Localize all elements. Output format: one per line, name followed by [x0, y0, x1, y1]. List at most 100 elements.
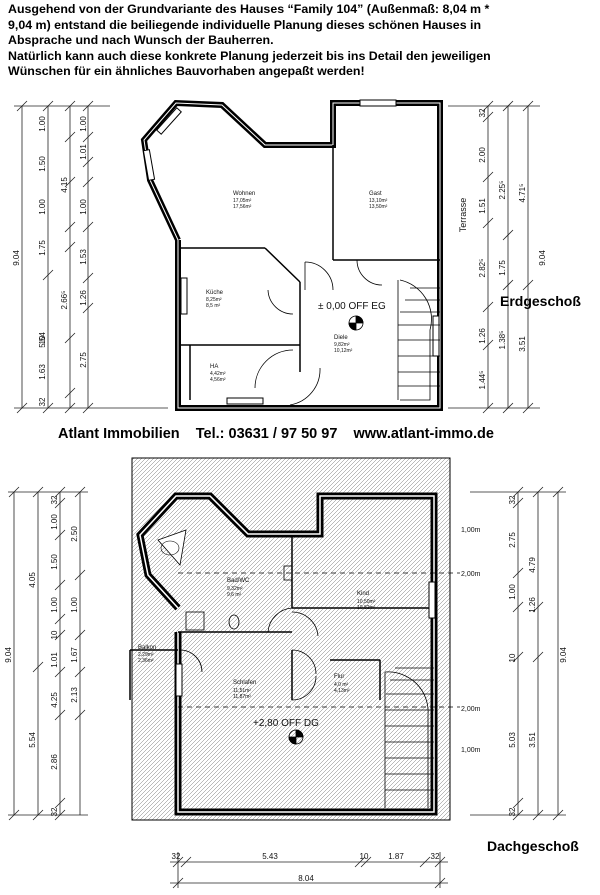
dim-label: 1.00	[38, 116, 47, 132]
room-area: 8,25m²	[206, 297, 222, 303]
dim-label: 10	[508, 653, 517, 662]
room-label-kueche: Küche 8,25m² 8,5 m²	[206, 290, 224, 309]
room-area: 9,6 m²	[227, 592, 242, 598]
dim-label: 3.51	[518, 336, 527, 352]
room-area: 11,87m²	[233, 694, 251, 700]
shower	[185, 611, 205, 631]
dim-label: 2.00	[478, 147, 487, 163]
contact-line: Atlant Immobilien Tel.: 03631 / 97 50 97…	[58, 426, 494, 442]
room-area: 2,36m²	[138, 658, 154, 664]
dim-label: 1.38⁵	[498, 331, 507, 350]
dim-label: 1.00	[79, 199, 88, 215]
roof-height-note: 1,00m	[461, 527, 481, 534]
dim-label: 2.66⁵	[60, 291, 69, 310]
dim-label: 4.79	[528, 557, 537, 573]
room-area: 17,56m²	[233, 204, 252, 210]
room-area: 10,82m²	[357, 605, 376, 611]
dim-label: 10	[360, 852, 369, 861]
dim-label: 1.44⁵	[478, 371, 487, 390]
dim-label: 5.54	[38, 332, 47, 348]
ground-floor-plan: 9.04 5.54 4.15 1.00 1.50 1.00 1.75 2.66⁵…	[12, 99, 547, 414]
intro-text: Ausgehend von der Grundvariante des Haus…	[8, 2, 596, 80]
dim-label: 1.67	[70, 647, 79, 663]
phone-number: Tel.: 03631 / 97 50 97	[195, 426, 338, 442]
dim-label: 32	[38, 397, 47, 406]
dim-label: 4.15	[60, 177, 69, 193]
dim-label: 2.13	[70, 687, 79, 703]
dim-label: 1.26	[528, 597, 537, 613]
dim-label: 1.01	[79, 144, 88, 160]
upper-floor-label: Dachgeschoß	[487, 838, 579, 854]
room-name: Bad/WC	[227, 578, 250, 584]
dim-label: 32	[508, 807, 517, 816]
dim-label: 32	[478, 108, 487, 117]
dim-label: 1.00	[50, 597, 59, 613]
room-name: Küche	[206, 290, 224, 296]
dim-label: 1.51	[478, 198, 487, 214]
room-area: 4,13m²	[334, 688, 350, 694]
roof-height-note: 2,00m	[461, 571, 481, 578]
room-label-ha: HA 4,42m² 4,56m²	[210, 364, 226, 383]
room-area: 17,05m²	[233, 198, 252, 204]
dim-label: 1.26	[478, 328, 487, 344]
sink	[283, 565, 293, 581]
room-name: Balkon	[138, 645, 156, 651]
room-label-wohnen: Wohnen 17,05m² 17,56m²	[233, 191, 255, 210]
dim-total-width: 8.04	[298, 874, 314, 883]
dim-label: 32	[172, 852, 181, 861]
dim-total-height: 9.04	[12, 250, 21, 266]
room-area: 4,0 m²	[334, 682, 349, 688]
dim-label: 1.63	[38, 364, 47, 380]
toilet	[228, 614, 240, 630]
room-area: 10,50m²	[357, 599, 376, 605]
room-area: 8,5 m²	[206, 303, 221, 309]
dim-label: 2.75	[508, 532, 517, 548]
dim-label: 1.75	[38, 240, 47, 256]
roof-hatch	[131, 457, 451, 821]
dim-label: 5.03	[508, 732, 517, 748]
dim-label: 2.25⁵	[498, 181, 507, 200]
dim-label: 1.50	[50, 554, 59, 570]
level-marker-upper: +2,80 OFF DG	[253, 718, 319, 729]
dim-total-height: 9.04	[538, 250, 547, 266]
room-name: Flur	[334, 674, 344, 680]
dim-label: 32	[431, 852, 440, 861]
room-name: Kind	[357, 591, 369, 597]
dim-label: 1.00	[38, 199, 47, 215]
dim-label: 32	[50, 495, 59, 504]
upper-floor-plan: +2,80 OFF DG Bad/WC 9,32m² 9,6 m² Kind 1…	[4, 457, 568, 889]
dim-label: 1.00	[50, 514, 59, 530]
room-label-bad: Bad/WC 9,32m² 9,6 m²	[227, 578, 250, 598]
room-area: 9,32m²	[227, 586, 243, 592]
dim-label: 4.71⁵	[518, 184, 527, 203]
dim-label: 1.00	[79, 116, 88, 132]
intro-line: Absprache und nach Wunsch der Bauherren.	[8, 33, 274, 48]
dim-label: 4.25	[50, 692, 59, 708]
room-label-flur: Flur 4,0 m² 4,13m²	[334, 674, 350, 694]
roof-height-note: 2,00m	[461, 706, 481, 713]
intro-line: Ausgehend von der Grundvariante des Haus…	[8, 2, 490, 16]
dim-label: 32	[50, 807, 59, 816]
room-area: 9,82m²	[334, 342, 350, 348]
website: www.atlant-immo.de	[353, 426, 494, 442]
room-name: Schlafen	[233, 680, 256, 686]
dim-label: 2.82⁵	[478, 259, 487, 278]
dim-label: 1.87	[388, 852, 404, 861]
intro-line: 9,04 m) entstand die beiliegende individ…	[8, 17, 482, 32]
bathtub	[157, 529, 187, 566]
room-label-kind: Kind 10,50m² 10,82m²	[357, 591, 376, 611]
dim-label: 1.00	[508, 584, 517, 600]
room-label-balkon: Balkon 2,29m² 2,36m²	[138, 645, 156, 664]
dim-label: 1.53	[79, 249, 88, 265]
room-label-gast: Gast 13,10m² 13,50m²	[369, 191, 388, 210]
dim-label: 4.05	[28, 572, 37, 588]
room-area: 11,51m²	[233, 688, 251, 694]
dim-label: 1.26	[79, 290, 88, 306]
dim-label: 5.43	[262, 852, 278, 861]
dim-label: 32	[508, 495, 517, 504]
dim-label: 3.51	[528, 732, 537, 748]
room-name: HA	[210, 364, 218, 370]
room-area: 13,10m²	[369, 198, 388, 204]
level-marker-ground: ± 0,00 OFF EG	[318, 301, 386, 312]
room-name: Diele	[334, 335, 348, 341]
